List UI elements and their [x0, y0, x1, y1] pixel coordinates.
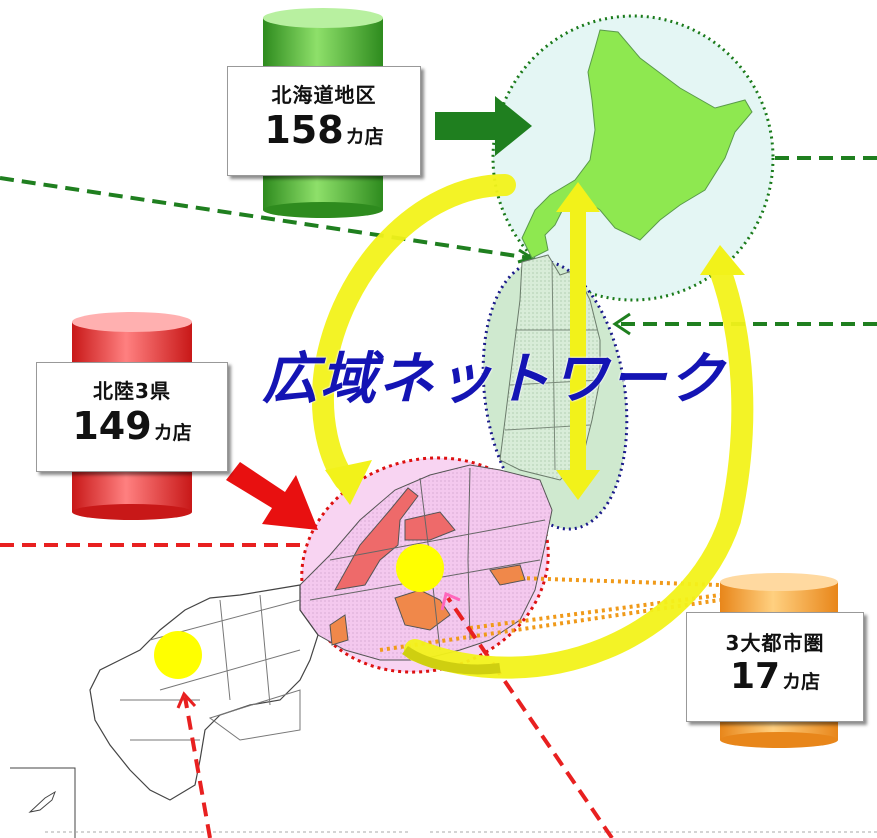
- red-dashed-arrows: [176, 591, 614, 838]
- network-title: 広域ネットワーク: [262, 347, 726, 412]
- western-marker: [154, 631, 202, 679]
- metro-store-count: 17: [729, 656, 781, 697]
- metro-region-name: 3大都市圏: [725, 631, 825, 655]
- hokkaido-store-count: 158: [264, 108, 344, 152]
- okinawa-land: [28, 790, 56, 813]
- hokuriku-store-count: 149: [72, 404, 152, 448]
- network-arrows: [311, 174, 754, 679]
- hokuriku-region-name: 北陸3県: [93, 379, 171, 403]
- hokuriku-marker: [396, 544, 444, 592]
- hokuriku-arrow: [226, 462, 318, 530]
- hokkaido-store-unit: カ店: [345, 126, 384, 148]
- western-japan-land: [89, 584, 319, 801]
- metro-store-unit: カ店: [782, 671, 821, 693]
- hokkaido-arrow: [435, 96, 532, 156]
- okinawa-inset-frame: [10, 767, 76, 838]
- hokkaido-region-name: 北海道地区: [271, 83, 377, 107]
- hokuriku-prefectures: [334, 487, 419, 591]
- hokuriku-store-unit: カ店: [153, 422, 192, 444]
